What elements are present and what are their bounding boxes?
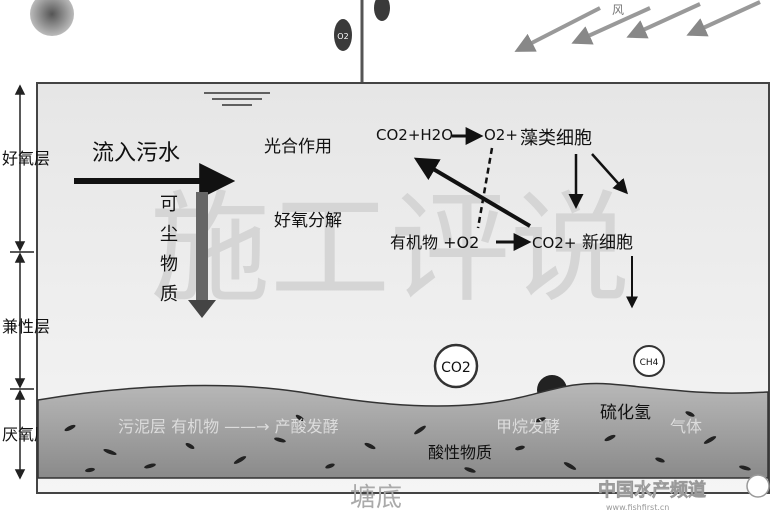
photosynthesis-label: 光合作用	[264, 137, 332, 157]
suspended-solids-label: 可 尘 物 质	[160, 194, 178, 305]
wind-arrows	[514, 0, 761, 52]
brand-emblem-icon	[746, 474, 770, 498]
co2-plus-label: CO2+	[532, 234, 576, 252]
methane-fermentation-label: 甲烷发酵	[496, 417, 560, 436]
wind-label: 风	[612, 3, 624, 17]
svg-text:质: 质	[160, 284, 178, 305]
algae-diag-arrow	[591, 153, 629, 195]
layer-aerobic-label: 好氧层	[2, 149, 50, 168]
o2-drop-icon-2	[374, 0, 390, 21]
layer-facultative-label: 兼性层	[2, 317, 50, 336]
layer-bracket	[10, 84, 34, 480]
ch4-bubble-icon	[633, 345, 665, 377]
o2-plus-label: O2+	[484, 126, 518, 144]
water-surface-icon	[204, 92, 270, 106]
svg-text:尘: 尘	[160, 224, 178, 245]
brand-url: www.fishfirst.cn	[606, 503, 669, 512]
sludge-layer	[37, 382, 769, 479]
o2-drop-label: O2	[337, 32, 348, 41]
svg-text:可: 可	[160, 194, 178, 215]
settling-arrow-head	[188, 300, 216, 318]
o2-dashed-arrow	[476, 147, 494, 229]
o2-drop-icon	[334, 19, 352, 51]
co2-h2o-label: CO2+H2O	[376, 126, 453, 144]
svg-text:物: 物	[160, 254, 178, 275]
co2-bubble-icon	[433, 343, 479, 389]
organic-o2-label: 有机物 +O2	[390, 233, 479, 252]
brand-logo-text: 中国水产频道	[598, 479, 706, 501]
hydrogen-sulfide-label: 硫化氢	[600, 403, 651, 423]
sun-icon	[30, 0, 74, 36]
pond-bottom-label: 塘底	[350, 483, 402, 513]
aerobic-decomposition-label: 好氧分解	[274, 211, 342, 231]
ch4-bubble-label: CH4	[640, 358, 659, 368]
co2-bubble-label: CO2	[441, 360, 471, 376]
acidic-substance-label: 酸性物质	[428, 443, 492, 462]
new-cells-label: 新细胞	[582, 233, 633, 253]
sludge-organic-label: 污泥层 有机物 ——→ 产酸发酵	[118, 417, 339, 436]
gas-label: 气体	[670, 417, 702, 436]
inflow-label: 流入污水	[92, 141, 180, 166]
algae-cells-label: 藻类细胞	[520, 128, 592, 149]
sludge-particles	[64, 411, 751, 473]
co2-return-arrow	[413, 157, 532, 228]
watermark: 施工评说	[150, 180, 630, 319]
